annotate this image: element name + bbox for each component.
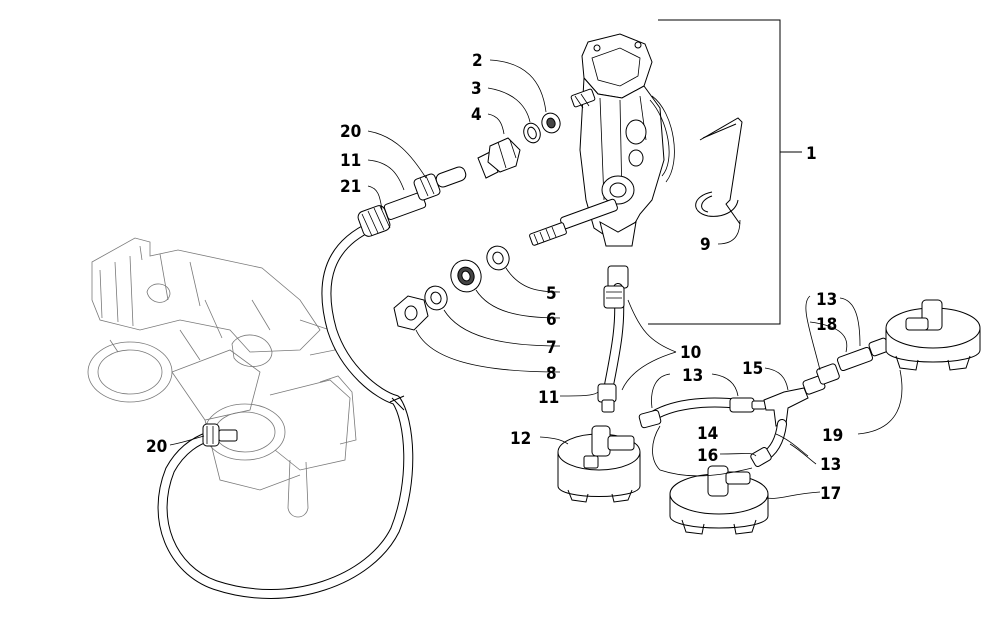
callout-16: 16 xyxy=(697,446,718,466)
fuel-pump-assembly xyxy=(529,33,675,247)
callout-3: 3 xyxy=(471,79,482,99)
callout-6: 6 xyxy=(546,310,557,330)
part-2-washer xyxy=(541,112,561,134)
callout-13-right: 13 xyxy=(816,290,837,310)
callout-labels: 1 2 3 4 20 11 21 9 5 6 7 8 10 11 12 13 1… xyxy=(146,51,843,504)
callout-17: 17 xyxy=(820,484,841,504)
callout-14: 14 xyxy=(697,424,718,444)
callout-5: 5 xyxy=(546,284,557,304)
fitting-12 xyxy=(557,425,641,503)
callout-8: 8 xyxy=(546,364,557,384)
callout-2: 2 xyxy=(472,51,483,71)
leader-lines xyxy=(169,59,903,499)
part-9-clip xyxy=(695,117,743,225)
callout-15: 15 xyxy=(742,359,763,379)
hose-16 xyxy=(750,419,787,467)
callout-19: 19 xyxy=(822,426,843,446)
callout-18: 18 xyxy=(816,315,837,335)
callout-4: 4 xyxy=(471,105,482,125)
hose-14 xyxy=(638,397,767,429)
part-7-washer xyxy=(424,285,448,311)
upper-hose-fitting xyxy=(357,166,467,237)
fitting-19 xyxy=(885,299,981,371)
callout-12: 12 xyxy=(510,429,531,449)
engine-carburetor-ghost xyxy=(87,237,357,518)
tee-15 xyxy=(763,375,826,427)
callout-21: 21 xyxy=(340,177,361,197)
callout-13-low: 13 xyxy=(820,455,841,475)
fuel-hose-main xyxy=(157,221,414,599)
callout-13-mid: 13 xyxy=(682,366,703,386)
hose-10 xyxy=(597,265,629,413)
callout-11-upper: 11 xyxy=(340,151,361,171)
callout-7: 7 xyxy=(546,338,557,358)
callout-1: 1 xyxy=(806,144,817,164)
part-8-nut xyxy=(393,295,429,331)
callout-20-lower: 20 xyxy=(146,437,167,457)
callout-10: 10 xyxy=(680,343,701,363)
fitting-17 xyxy=(669,465,769,535)
assembly-bracket xyxy=(648,19,781,325)
part-3-washer xyxy=(523,122,541,144)
callout-11-lower: 11 xyxy=(538,388,559,408)
lower-clamp xyxy=(202,423,238,447)
part-5-washer xyxy=(486,245,510,271)
callout-20-upper: 20 xyxy=(340,122,361,142)
part-6-seal xyxy=(450,259,482,293)
callout-9: 9 xyxy=(700,235,711,255)
part-4-fitting xyxy=(477,137,521,179)
connector-18 xyxy=(816,337,890,385)
